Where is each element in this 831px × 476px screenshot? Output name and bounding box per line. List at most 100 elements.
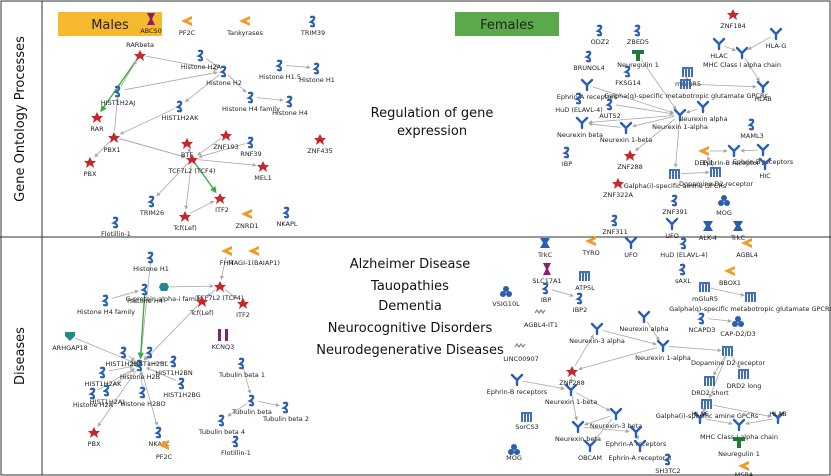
males-dis-node[interactable]: KCNQ3 <box>212 329 235 351</box>
males-dis-node[interactable]: Histone H2A <box>73 387 114 409</box>
males-gop-node[interactable]: PBX1 <box>104 132 121 154</box>
males-gop-node[interactable]: ZNF193 <box>213 130 239 151</box>
females-gop-node[interactable]: HLAC <box>710 37 728 60</box>
males-dis-node[interactable]: HIST1H2BL <box>132 346 169 368</box>
females-gop-node[interactable]: HLAB <box>754 80 772 103</box>
males-dis-node[interactable]: HIST1H2BB <box>106 346 143 368</box>
females-dis-node[interactable]: TYRO <box>581 236 600 257</box>
males-dis-node[interactable]: Histone H2B <box>120 359 160 381</box>
females-dis-node[interactable]: Galpha(q)-specific metabotropic glutamat… <box>669 292 831 313</box>
males-gop-node[interactable]: ZNRD1 <box>236 209 259 230</box>
females-dis-node[interactable]: ATP5L <box>575 271 595 292</box>
males-dis-node[interactable]: PBX <box>88 427 101 448</box>
males-dis-node[interactable]: Tubulin beta 1 <box>218 357 265 379</box>
females-dis-node[interactable]: UFO <box>624 236 638 259</box>
males-dis-node[interactable]: Histone H4 <box>127 283 163 305</box>
females-gop-node[interactable]: ZNF288 <box>617 150 643 171</box>
males-gop-node[interactable]: Tcf(Lef) <box>172 211 197 232</box>
females-gop-node[interactable]: Neurexin 1-beta <box>600 121 652 144</box>
females-gop-node[interactable]: Neurexin beta <box>557 116 603 139</box>
females-dis-node[interactable]: TrkC <box>537 238 552 259</box>
males-dis-node[interactable]: Histone H4 family <box>77 294 135 316</box>
females-dis-node[interactable]: CAP-D2/D3 <box>720 316 756 338</box>
males-gop-node[interactable]: Histone H4 family <box>222 91 280 113</box>
males-dis-node[interactable]: Tubulin beta 2 <box>262 401 309 423</box>
females-gop-node[interactable]: mGluR5 <box>675 67 701 88</box>
females-gop-node[interactable]: ALK-4 <box>699 221 717 242</box>
females-dis-node[interactable]: SorCS3 <box>515 412 539 431</box>
females-gop-node[interactable]: HuD (ELAVL-4) <box>555 92 603 114</box>
males-gop-node[interactable]: Histone H1.5 <box>259 59 301 81</box>
males-dis-node[interactable]: FHIT <box>220 246 235 267</box>
females-gop-node[interactable]: Ephrin-B receptor 2 <box>702 144 766 167</box>
females-gop-node[interactable]: ZNF322A <box>603 178 633 199</box>
males-gop-node[interactable]: Flotillin-1 <box>101 216 131 238</box>
males-gop-node[interactable]: NKAPL <box>277 206 298 228</box>
males-gop-node[interactable]: ZNF435 <box>307 134 333 155</box>
females-gop-node[interactable]: BRUNOL4 <box>573 50 605 72</box>
females-gop-node[interactable]: Neurexin alpha <box>678 100 728 123</box>
females-gop-node[interactable]: ZNF391 <box>662 194 688 216</box>
males-dis-node[interactable]: TCF7L2 (TCF4) <box>196 281 244 302</box>
males-dis-node[interactable]: PF2C <box>156 440 173 461</box>
females-dis-node[interactable]: Dopamine D2 receptor <box>691 346 765 367</box>
females-gop-node[interactable]: AUTS2 <box>599 98 621 120</box>
males-gop-node[interactable]: RNF39 <box>240 136 262 158</box>
females-dis-node[interactable]: LINC00907 <box>503 342 539 363</box>
males-gop-node[interactable]: TRIM26 <box>139 195 164 217</box>
females-dis-node[interactable]: MSRA <box>735 461 754 476</box>
females-dis-node[interactable]: Neurexin-3 beta <box>590 407 642 430</box>
females-dis-node[interactable]: Neurexin beta <box>555 420 601 443</box>
females-dis-node[interactable]: NCAPD3 <box>689 312 716 334</box>
females-dis-node[interactable]: HLAB <box>769 410 787 425</box>
males-gop-node[interactable]: PBX <box>84 157 97 178</box>
females-gop-node[interactable]: HIC <box>758 157 772 180</box>
females-gop-node[interactable]: Galpha(q)-specific metabotropic glutamat… <box>604 79 768 100</box>
males-dis-node[interactable]: G-protein alpha-i family <box>126 283 203 303</box>
males-dis-node[interactable]: ARHGAP18 <box>52 332 88 352</box>
females-gop-node[interactable]: Dopamine D2 receptor <box>679 167 753 188</box>
males-dis-node[interactable]: NKAPL <box>149 426 170 448</box>
males-dis-node[interactable]: HIST1H2BN <box>155 355 193 377</box>
males-gop-node[interactable]: HIST1H2AJ <box>101 85 136 107</box>
males-dis-node[interactable]: Flotillin-1 <box>221 435 251 457</box>
females-gop-node[interactable]: TrkC <box>730 221 745 242</box>
females-gop-node[interactable]: FKSG14 <box>615 65 641 87</box>
males-dis-node[interactable]: HIST1H2BG <box>163 377 201 399</box>
females-gop-node[interactable]: MOG <box>716 195 732 217</box>
males-gop-node[interactable]: MEL1 <box>254 161 272 182</box>
females-dis-node[interactable]: BBOX1 <box>719 266 741 287</box>
males-dis-node[interactable]: HIST1H2AK <box>85 366 123 388</box>
females-dis-node[interactable]: HuD (ELAVL-4) <box>660 237 708 259</box>
females-gop-node[interactable]: ODZ2 <box>591 24 610 46</box>
males-gop-node[interactable]: RAR <box>90 112 104 133</box>
males-gop-node[interactable]: TCF7L2 (TCF4) <box>168 154 216 175</box>
females-dis-node[interactable]: AGBL4 <box>736 238 758 259</box>
males-dis-node[interactable]: MAGI-1(BAIAP1) <box>228 246 280 267</box>
females-gop-node[interactable]: IBP <box>562 146 572 168</box>
females-dis-node[interactable]: Neurexin 1-beta <box>545 383 597 406</box>
females-dis-node[interactable]: sAXL <box>675 263 691 285</box>
males-gop-node[interactable]: TRIM39 <box>300 15 325 37</box>
females-dis-node[interactable]: DRD2 long <box>727 369 762 390</box>
males-dis-node[interactable]: Tcf(Lef) <box>189 296 214 317</box>
males-gop-node[interactable]: Tankyrases <box>226 16 264 37</box>
females-dis-node[interactable]: mGluR5 <box>692 282 718 303</box>
females-gop-node[interactable]: MHC Class I alpha chain <box>703 46 781 69</box>
females-dis-node[interactable]: IBP2 <box>573 292 587 314</box>
females-gop-node[interactable]: UFO <box>665 217 679 240</box>
females-dis-node[interactable]: ZNF288 <box>559 366 585 387</box>
females-dis-node[interactable]: IBP <box>541 282 551 304</box>
females-dis-node[interactable]: MOG <box>506 444 522 462</box>
females-gop-node[interactable]: HLA-G <box>766 27 787 50</box>
females-dis-node[interactable]: VSIG10L <box>492 286 520 308</box>
females-gop-node[interactable]: MAML3 <box>740 118 764 140</box>
females-gop-node[interactable]: Ephrin-A receptors <box>557 78 618 101</box>
males-dis-node[interactable]: Histone H1 <box>133 251 169 273</box>
females-gop-node[interactable]: DEP-1 <box>694 146 714 167</box>
males-dis-node[interactable]: Tubulin beta <box>231 394 272 416</box>
males-gop-node[interactable]: Histone H2 <box>206 65 242 87</box>
males-dis-node[interactable]: Tubulin beta 4 <box>198 414 245 436</box>
females-gop-node[interactable]: ZBED5 <box>627 24 649 46</box>
males-dis-node[interactable]: Histone H2BO <box>120 386 166 408</box>
